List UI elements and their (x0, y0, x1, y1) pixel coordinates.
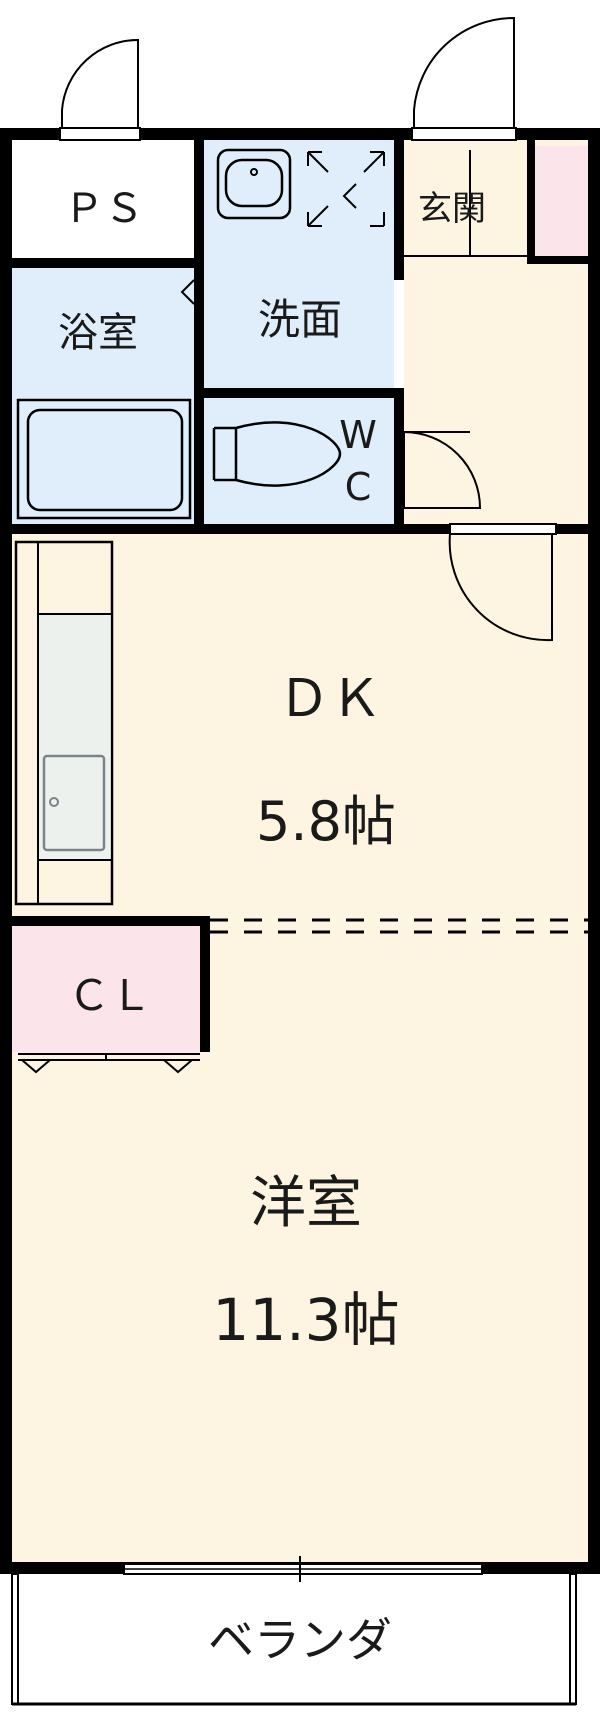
veranda-label: ベランダ (208, 1613, 392, 1667)
bathtub-outer (16, 398, 192, 520)
bath-room (12, 268, 194, 524)
washroom (204, 140, 394, 390)
western-size-label: 11.3帖 (212, 1286, 399, 1354)
shoe-box (535, 146, 588, 258)
ps-door-swing (61, 38, 139, 128)
entrance-door-opening (411, 127, 517, 141)
wall-closet-right (200, 916, 210, 1052)
bath-label: 浴室 (58, 310, 138, 356)
dk-door-frame (449, 523, 557, 535)
wall-dk-top-right (556, 524, 590, 534)
wall-wash-wc (204, 388, 400, 398)
closet-room-cover (12, 926, 200, 1052)
western-name-label: 洋室 (250, 1171, 362, 1236)
wall-closet-top (12, 916, 210, 926)
wall-wash-entrance (394, 140, 404, 280)
wall-right (588, 128, 600, 1574)
counter-fill (39, 615, 111, 859)
wall-left (0, 128, 12, 1574)
veranda-area (12, 1574, 590, 1704)
hall-room (404, 264, 590, 524)
closet-door-mark-left (21, 1059, 51, 1074)
bath-door-mark (180, 279, 195, 305)
wash-basin-bowl (224, 158, 284, 208)
closet-door-mark-right (163, 1059, 193, 1074)
wall-bath-right (194, 388, 204, 534)
washroom-label: 洗面 (258, 295, 342, 344)
wall-shoe (527, 140, 535, 264)
wash-basin-drain (250, 168, 258, 176)
wash-basin (216, 148, 292, 220)
dk-name-label: ＤＫ (278, 669, 382, 729)
toilet (212, 421, 342, 487)
ps-door-opening (59, 127, 141, 141)
dk-door-swing (448, 533, 553, 642)
wall-wc-right (394, 388, 404, 524)
ps-label: ＰＳ (64, 186, 144, 232)
wc-label-c: C (345, 465, 372, 509)
ps-room (12, 140, 194, 258)
wc-door-swing (403, 431, 482, 509)
entrance-label: 玄関 (418, 189, 486, 229)
bathtub-inner (26, 408, 184, 512)
wall-shoe-bottom (527, 256, 592, 264)
wall-ps-bath (12, 258, 200, 268)
washing-machine-icon (307, 151, 385, 227)
wc-label-w: W (339, 413, 377, 457)
entrance-door-swing (413, 16, 515, 128)
kitchen-counter (14, 540, 114, 906)
wall-dk-top-left (12, 524, 456, 534)
closet-label: ＣＬ (68, 971, 152, 1020)
wall-ps-wash (194, 140, 204, 390)
dk-size-label: 5.8帖 (256, 790, 396, 853)
